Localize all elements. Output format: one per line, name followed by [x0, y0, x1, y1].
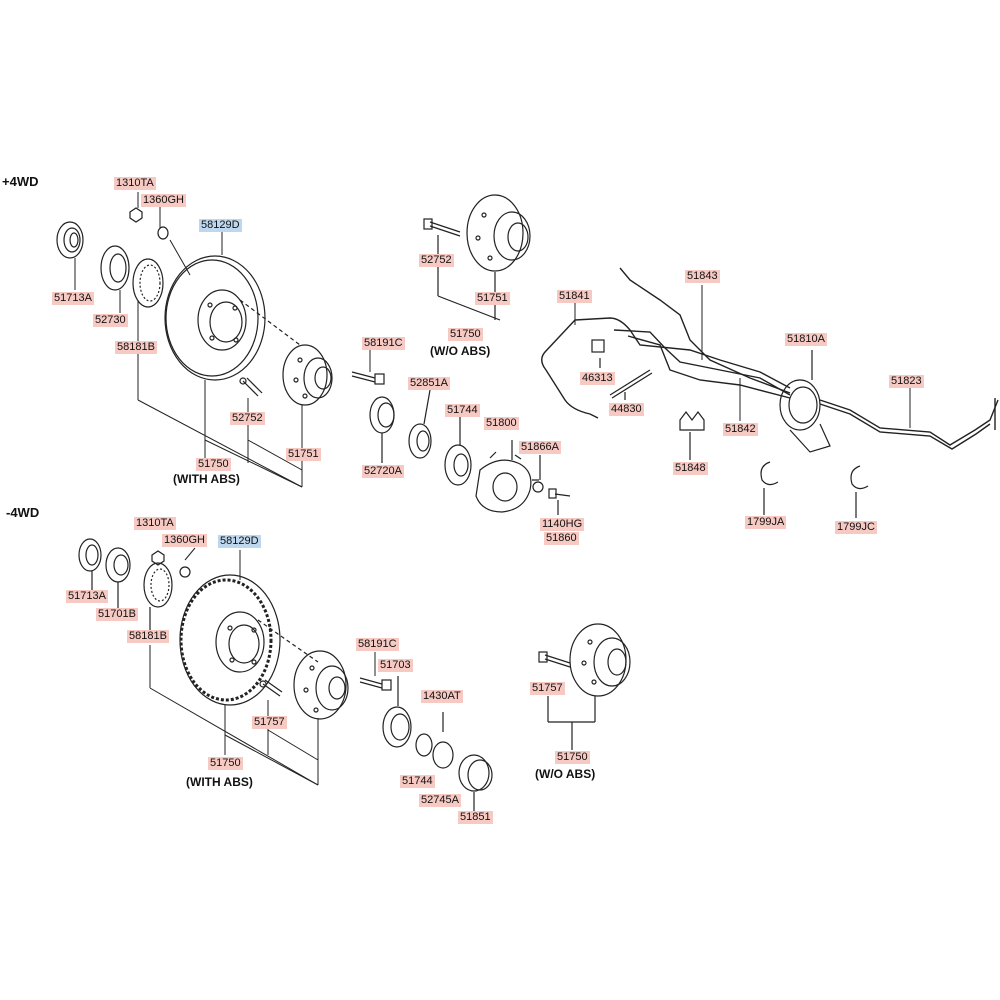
part-label[interactable]: 1360GH [162, 534, 207, 547]
oil-seal-part [56, 221, 84, 259]
part-label[interactable]: 52752 [230, 412, 265, 425]
part-label[interactable]: 51744 [445, 404, 480, 417]
section-header-4wd: +4WD [2, 174, 39, 189]
part-label[interactable]: 51843 [685, 270, 720, 283]
part-label[interactable]: 51750 [555, 751, 590, 764]
hub-part [282, 344, 333, 406]
caption-without-abs: (W/O ABS) [535, 767, 596, 781]
grease-cap-part [382, 676, 493, 812]
junction-block-part [779, 350, 831, 453]
part-label[interactable]: 51751 [286, 448, 321, 461]
oil-seal-part [78, 538, 102, 590]
leader-lines [574, 285, 911, 428]
part-label[interactable]: 51851 [458, 811, 493, 824]
part-label[interactable]: 51713A [52, 292, 94, 305]
locking-hub-part [475, 440, 571, 515]
part-label[interactable]: 51842 [723, 423, 758, 436]
part-label[interactable]: 58129D [218, 535, 261, 548]
part-label[interactable]: 1799JA [745, 516, 787, 529]
part-label[interactable]: 51744 [400, 775, 435, 788]
part-label[interactable]: 1140HG [540, 518, 585, 531]
bolt-part [359, 677, 392, 691]
part-label[interactable]: 51751 [475, 292, 510, 305]
part-label[interactable]: 1430AT [421, 690, 463, 703]
bearing-part [100, 245, 130, 291]
part-label[interactable]: 52752 [419, 254, 454, 267]
part-label[interactable]: 58191C [362, 337, 405, 350]
part-label[interactable]: 44830 [609, 403, 644, 416]
part-label[interactable]: 58181B [115, 341, 157, 354]
part-label[interactable]: 52730 [93, 314, 128, 327]
part-label[interactable]: 51800 [484, 417, 519, 430]
brake-disc-part [164, 255, 301, 381]
nut-part [151, 550, 191, 578]
hub-part [293, 650, 349, 720]
part-label[interactable]: 52851A [408, 377, 450, 390]
nut-part [129, 207, 169, 240]
tone-ring-part [143, 562, 173, 630]
part-label[interactable]: 51750 [208, 757, 243, 770]
part-label[interactable]: 51810A [785, 333, 827, 346]
part-label[interactable]: 51750 [448, 328, 483, 341]
part-label[interactable]: 58191C [356, 638, 399, 651]
part-label[interactable]: 1360GH [141, 194, 186, 207]
part-label[interactable]: 1310TA [134, 517, 176, 530]
part-label[interactable]: 51703 [378, 659, 413, 672]
hub-part-wo-abs [538, 623, 631, 750]
part-label[interactable]: 58129D [199, 219, 242, 232]
part-label[interactable]: 51860 [544, 532, 579, 545]
part-label[interactable]: 51757 [530, 682, 565, 695]
clip-part [591, 339, 653, 400]
bracket-part [679, 411, 705, 460]
brake-tube-part [541, 267, 999, 450]
caption-with-abs: (WITH ABS) [186, 775, 253, 789]
part-label[interactable]: 51713A [66, 590, 108, 603]
part-label[interactable]: 1310TA [114, 177, 156, 190]
brake-disc-part [179, 574, 319, 706]
part-label[interactable]: 51701B [96, 608, 138, 621]
part-label[interactable]: 1799JC [835, 521, 877, 534]
part-label[interactable]: 58181B [127, 630, 169, 643]
part-label[interactable]: 51848 [673, 462, 708, 475]
bearing-part [105, 547, 131, 608]
leader-lines [74, 192, 371, 488]
part-label[interactable]: 51750 [196, 458, 231, 471]
part-label[interactable]: 51823 [889, 375, 924, 388]
grease-cap-part [369, 389, 472, 486]
hub-part-wo-abs [423, 194, 531, 321]
tone-ring-part [132, 258, 164, 308]
section-header-2wd: -4WD [6, 505, 40, 520]
part-label[interactable]: 51757 [252, 716, 287, 729]
part-label[interactable]: 51841 [557, 290, 592, 303]
stud-part [259, 679, 283, 697]
stud-part [239, 377, 263, 397]
part-label[interactable]: 51866A [519, 441, 561, 454]
part-label[interactable]: 52720A [362, 465, 404, 478]
part-label[interactable]: 46313 [580, 372, 615, 385]
caption-without-abs: (W/O ABS) [430, 344, 491, 358]
bolt-part [351, 371, 385, 385]
part-label[interactable]: 52745A [419, 794, 461, 807]
retaining-clip-part [760, 461, 869, 518]
caption-with-abs: (WITH ABS) [173, 472, 240, 486]
leader-lines [149, 547, 376, 786]
